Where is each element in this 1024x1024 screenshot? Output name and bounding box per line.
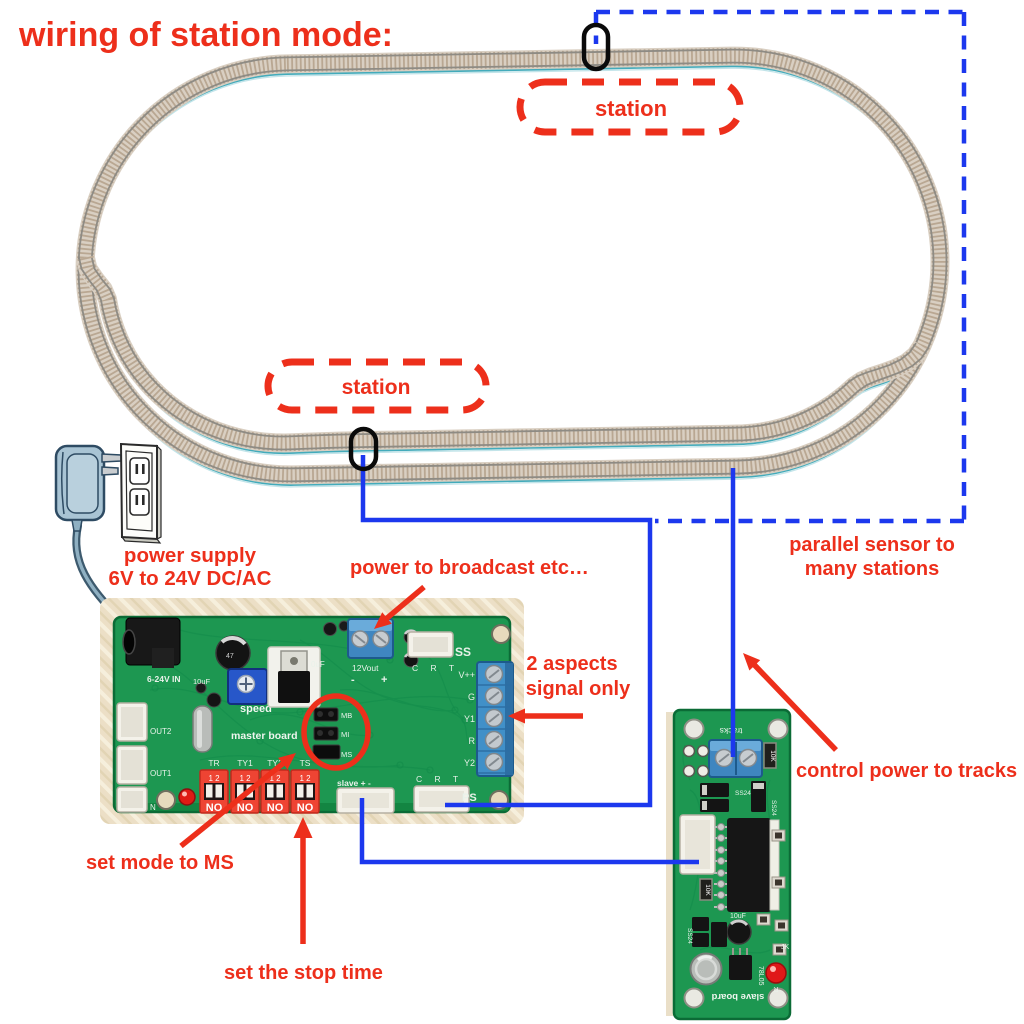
svg-text:0uF: 0uF — [311, 660, 325, 669]
svg-text:78L05: 78L05 — [757, 966, 764, 986]
svg-text:1 2: 1 2 — [269, 774, 281, 783]
svg-text:station: station — [342, 376, 411, 399]
svg-text:1 2: 1 2 — [239, 774, 251, 783]
svg-text:NO: NO — [297, 802, 314, 814]
svg-text:JK: JK — [781, 944, 790, 951]
svg-text:master board: master board — [231, 730, 298, 742]
svg-text:1 2: 1 2 — [299, 774, 311, 783]
svg-text:many stations: many stations — [805, 558, 939, 580]
svg-text:10uF: 10uF — [193, 677, 211, 686]
svg-text:TY2: TY2 — [267, 758, 283, 768]
svg-text:G: G — [468, 692, 475, 702]
svg-text:station: station — [595, 96, 667, 121]
svg-text:10K: 10K — [769, 750, 776, 762]
svg-text:C R T: C R T — [412, 663, 459, 673]
svg-text:6-24V IN: 6-24V IN — [147, 674, 181, 684]
svg-text:NO: NO — [206, 802, 223, 814]
svg-text:wiring of station mode:: wiring of station mode: — [18, 16, 393, 54]
svg-text:PS: PS — [462, 792, 477, 804]
svg-text:OUT2: OUT2 — [150, 727, 172, 736]
svg-text:slave board: slave board — [711, 991, 764, 1002]
svg-text:NO: NO — [237, 802, 254, 814]
svg-text:parallel sensor to: parallel sensor to — [789, 534, 955, 556]
svg-text:6V to 24V DC/AC: 6V to 24V DC/AC — [109, 567, 272, 590]
svg-text:control power to tracks: control power to tracks — [796, 760, 1017, 782]
svg-text:-: - — [351, 674, 355, 686]
svg-text:V++: V++ — [458, 670, 475, 680]
svg-text:power supply: power supply — [124, 544, 257, 567]
svg-text:MB: MB — [341, 711, 352, 720]
svg-text:SS24: SS24 — [686, 928, 693, 944]
svg-text:slave + -: slave + - — [337, 778, 371, 788]
svg-text:set mode to MS: set mode to MS — [86, 852, 234, 874]
svg-text:TY1: TY1 — [237, 758, 253, 768]
svg-text:power to broadcast etc…: power to broadcast etc… — [350, 557, 589, 579]
svg-text:Y2: Y2 — [464, 758, 475, 768]
svg-text:10uF: 10uF — [730, 913, 746, 920]
svg-text:OUT1: OUT1 — [150, 769, 172, 778]
svg-text:1 2: 1 2 — [208, 774, 220, 783]
svg-text:speed: speed — [240, 703, 272, 715]
svg-text:MI: MI — [341, 730, 349, 739]
svg-text:signal only: signal only — [526, 678, 631, 700]
svg-text:SS24: SS24 — [770, 800, 777, 816]
svg-text:R: R — [469, 736, 476, 746]
svg-text:+: + — [381, 674, 387, 686]
svg-text:47: 47 — [226, 653, 234, 660]
svg-text:Y1: Y1 — [464, 714, 475, 724]
svg-text:TS: TS — [300, 758, 311, 768]
svg-text:TR: TR — [208, 758, 219, 768]
svg-text:10K: 10K — [704, 884, 711, 896]
svg-text:set the stop time: set the stop time — [224, 962, 383, 984]
svg-text:2 aspects: 2 aspects — [526, 653, 617, 675]
svg-text:SS: SS — [455, 645, 471, 659]
svg-text:MS: MS — [341, 750, 352, 759]
svg-text:SS24: SS24 — [735, 790, 751, 797]
svg-text:12Vout: 12Vout — [352, 663, 379, 673]
svg-text:C R T: C R T — [416, 774, 463, 784]
svg-text:NO: NO — [267, 802, 284, 814]
svg-text:N: N — [150, 803, 156, 812]
svg-text:R: R — [773, 985, 778, 992]
